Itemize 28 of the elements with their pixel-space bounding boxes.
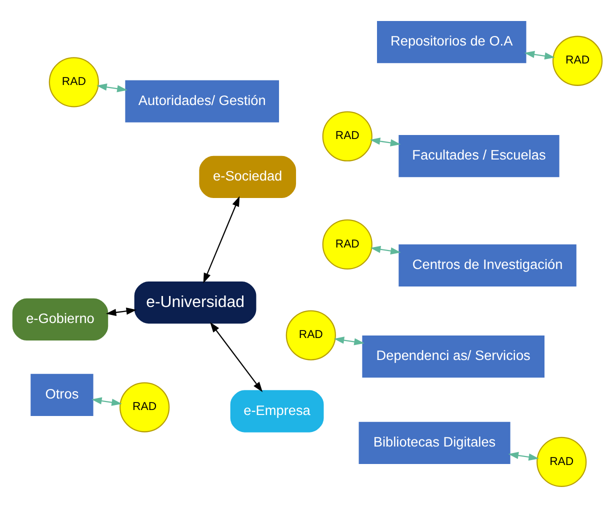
- node-circle: RAD: [322, 219, 372, 270]
- node-circle: RAD: [48, 57, 99, 108]
- arrow: [508, 452, 539, 461]
- node-box: e-Sociedad: [199, 156, 296, 198]
- node-box: Autoridades/ Gestión: [125, 80, 280, 122]
- node-circle: RAD: [120, 382, 170, 432]
- arrow: [106, 308, 137, 316]
- node-box: Otros: [30, 374, 94, 416]
- arrow: [524, 50, 555, 60]
- arrow: [203, 196, 240, 284]
- arrow: [96, 84, 128, 92]
- node-box: e-Empresa: [230, 390, 324, 432]
- node-circle: RAD: [286, 310, 336, 360]
- arrow: [210, 322, 263, 392]
- node-box: Centros de Investigación: [398, 244, 576, 286]
- node-circle: RAD: [322, 111, 372, 162]
- node-box: e-Universidad: [134, 281, 256, 324]
- node-box: Facultades / Escuelas: [398, 134, 560, 178]
- arrow: [370, 246, 401, 254]
- node-circle: RAD: [552, 36, 603, 86]
- node-box: Dependenci as/ Servicios: [362, 335, 544, 378]
- node-box: Repositorios de O.A: [377, 21, 526, 64]
- node-circle: RAD: [536, 436, 587, 487]
- arrow: [91, 397, 122, 406]
- arrow: [334, 336, 364, 346]
- arrow: [370, 138, 401, 146]
- node-box: e-Gobierno: [12, 298, 108, 340]
- node-box: Bibliotecas Digitales: [358, 422, 510, 464]
